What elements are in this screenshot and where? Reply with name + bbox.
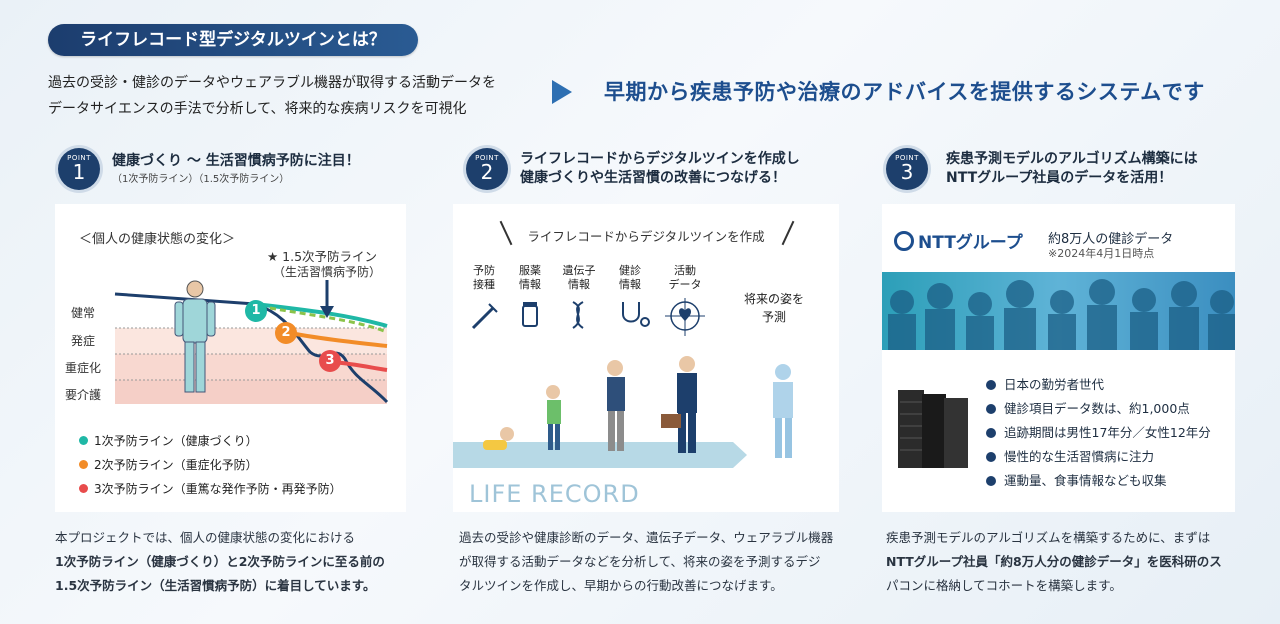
- legend-2: 2次予防ライン（重症化予防）: [79, 456, 258, 473]
- page-title-pill: ライフレコード型デジタルツインとは？: [48, 24, 418, 56]
- legend-3: 3次予防ライン（重篤な発作予防・再発予防）: [79, 480, 342, 497]
- life-record-label: LIFE RECORD: [469, 480, 640, 508]
- server-rack-icon: [898, 390, 968, 468]
- band-severe: [115, 354, 387, 380]
- bullet-dot: [986, 404, 996, 414]
- headline: 早期から疾患予防や治療のアドバイスを提供するシステムです: [604, 80, 1205, 104]
- desc-line: タルツインを作成し、早期からの行動改善につなげます。: [459, 578, 783, 593]
- desc-line: パコンに格納してコホートを構築します。: [886, 578, 1122, 593]
- desc-line: が取得する活動データなどを分析して、将来の姿を予測するデジ: [459, 554, 821, 569]
- point-3-description: 疾患予測モデルのアルゴリズムを構築するために、まずは NTTグループ社員「約8万…: [886, 526, 1246, 598]
- point-number: 1: [72, 160, 86, 184]
- ntt-logo: NTTグループ: [894, 228, 1023, 253]
- crowd-silhouettes-image: [882, 272, 1235, 350]
- point-1-title: 健康づくり ～ 生活習慣病予防に注目！: [112, 153, 360, 169]
- level-severe: 重症化: [65, 361, 102, 375]
- point-2-title-2: 健康づくりや生活習慣の改善につなげる！: [520, 170, 786, 186]
- desc-line: 1次予防ライン（健康づくり）と2次予防ラインに至る前の: [55, 554, 385, 569]
- bullet-item: 慢性的な生活習慣病に注力: [986, 446, 1154, 465]
- arrow-right-icon: [552, 80, 572, 104]
- legend-1: 1次予防ライン（健康づくり）: [79, 432, 258, 449]
- legend-dot: [79, 484, 88, 493]
- future-prediction-label: 将来の姿を予測: [743, 292, 804, 324]
- bullet-item: 日本の勤労者世代: [986, 374, 1104, 393]
- marker-1: 1: [245, 300, 267, 322]
- level-care: 要介護: [65, 388, 102, 402]
- legend-text: 1次予防ライン（健康づくり）: [94, 434, 258, 448]
- desc-line: 疾患予測モデルのアルゴリズムを構築するために、まずは: [886, 530, 1211, 545]
- point-2-badge: POINT 2: [466, 148, 508, 190]
- data-title: 約8万人の健診データ: [1048, 232, 1174, 247]
- intro-line-1: 過去の受診・健診のデータやウェアラブル機器が取得する活動データを: [48, 75, 496, 91]
- bullet-item: 運動量、食事情報なども収集: [986, 470, 1167, 489]
- heart-target-icon: [665, 298, 705, 336]
- point-1-subtitle: （1次予防ライン）（1.5次予防ライン）: [112, 174, 290, 185]
- card-heading: ＜個人の健康状態の変化＞: [79, 232, 236, 247]
- point-2-description: 過去の受診や健康診断のデータ、遺伝子データ、ウェアラブル機器 が取得する活動デー…: [459, 526, 849, 598]
- bullet-item: 追跡期間は男性17年分／女性12年分: [986, 422, 1211, 441]
- point-2-title-1: ライフレコードからデジタルツインを作成し: [520, 151, 800, 167]
- point-3-badge: POINT 3: [886, 148, 928, 190]
- child-figure: [546, 385, 561, 450]
- legend-text: 3次予防ライン（重篤な発作予防・再発予防）: [94, 482, 342, 496]
- bullet-item: 健診項目データ数は、約1,000点: [986, 398, 1190, 417]
- desc-line: NTTグループ社員「約8万人分の健診データ」を医科研のス: [886, 554, 1222, 569]
- ntt-logo-icon: [894, 231, 914, 251]
- point-1-badge: POINT 1: [58, 148, 100, 190]
- life-stage-figures: [483, 356, 793, 458]
- point-3-title-1: 疾患予測モデルのアルゴリズム構築には: [946, 151, 1198, 167]
- bullet-dot: [986, 476, 996, 486]
- marker-3: 3: [319, 350, 341, 372]
- life-record-card: ライフレコードからデジタルツインを作成 予防接種 服薬情報 遺伝子情報 健診情報…: [453, 204, 839, 512]
- point-1-description: 本プロジェクトでは、個人の健康状態の変化における 1次予防ライン（健康づくり）と…: [55, 526, 415, 598]
- desc-line: 過去の受診や健康診断のデータ、遺伝子データ、ウェアラブル機器: [459, 530, 834, 545]
- ntt-data-card: NTTグループ 約8万人の健診データ ※2024年4月1日時点 日本の勤労者世: [882, 204, 1235, 512]
- desc-line: 1.5次予防ライン（生活習慣病予防）に着目しています。: [55, 578, 376, 593]
- band-care: [115, 380, 387, 404]
- dna-icon: [572, 301, 584, 329]
- star-line-sub: （生活習慣病予防）: [273, 265, 382, 279]
- adult-figure: [661, 356, 697, 453]
- legend-dot: [79, 460, 88, 469]
- point-badge-label: POINT: [895, 154, 919, 162]
- legend-text: 2次予防ライン（重症化予防）: [94, 458, 258, 472]
- syringe-icon: [471, 303, 498, 330]
- level-onset: 発症: [71, 334, 96, 348]
- point-number: 2: [480, 160, 494, 184]
- marker-2: 2: [275, 322, 297, 344]
- point-badge-label: POINT: [475, 154, 499, 162]
- health-lines-graphic: [114, 280, 389, 404]
- category-genetic: 遺伝子情報: [562, 264, 596, 291]
- bullet-dot: [986, 452, 996, 462]
- level-healthy: 健常: [71, 306, 96, 320]
- star-line-label: ★ 1.5次予防ライン: [267, 249, 378, 264]
- desc-line: 本プロジェクトでは、個人の健康状態の変化における: [55, 530, 356, 545]
- category-checkup: 健診情報: [619, 264, 641, 291]
- category-medication: 服薬情報: [519, 264, 541, 291]
- data-note: ※2024年4月1日時点: [1048, 247, 1155, 260]
- card-heading: ライフレコードからデジタルツインを作成: [527, 229, 765, 244]
- teen-figure: [607, 360, 625, 451]
- stethoscope-icon: [622, 302, 650, 327]
- medicine-icon: [522, 302, 538, 327]
- category-vaccination: 予防接種: [473, 264, 495, 291]
- point-badge-label: POINT: [67, 154, 91, 162]
- bullet-dot: [986, 428, 996, 438]
- category-activity: 活動データ: [668, 264, 702, 291]
- point-3-title-2: NTTグループ社員のデータを活用！: [946, 170, 1173, 186]
- point-number: 3: [900, 160, 914, 184]
- category-icons: [471, 298, 705, 336]
- baby-figure: [483, 427, 514, 450]
- bullet-dot: [986, 380, 996, 390]
- digital-twin-figure: [773, 364, 793, 458]
- timeline-arrow: [733, 442, 747, 468]
- legend-dot: [79, 436, 88, 445]
- intro-line-2: データサイエンスの手法で分析して、将来的な疾病リスクを可視化: [48, 101, 467, 117]
- health-change-card: ＜個人の健康状態の変化＞ ★ 1.5次予防ライン （生活習慣病予防） 健常 発症…: [55, 204, 406, 512]
